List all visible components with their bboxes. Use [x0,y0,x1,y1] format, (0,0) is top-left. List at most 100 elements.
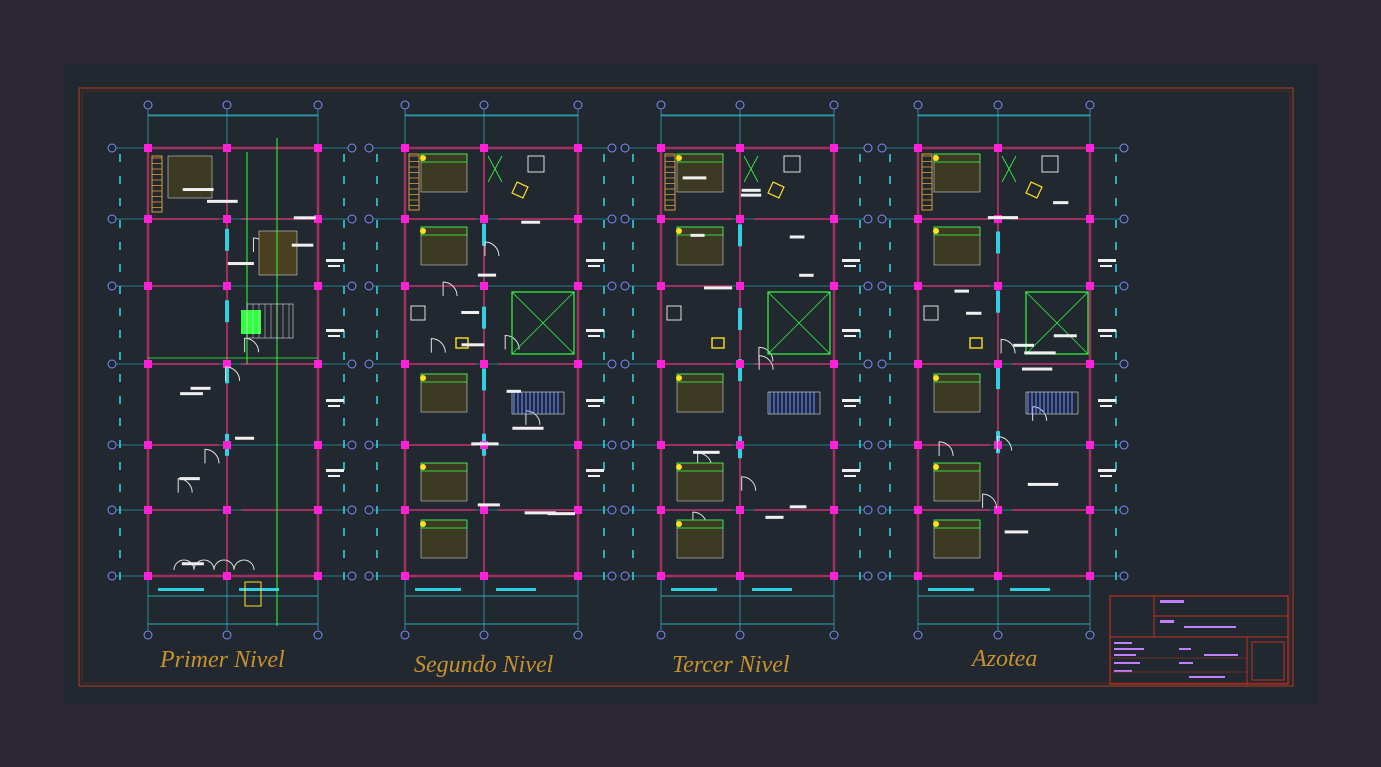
floor-plan-segundo [364,100,617,640]
column-icon [401,282,409,290]
column-icon [480,572,488,580]
column-icon [1086,441,1094,449]
column-icon [574,506,582,514]
column-icon [314,215,322,223]
column-icon [223,506,231,514]
column-icon [314,441,322,449]
column-icon [223,572,231,580]
floor-plans [107,100,1129,640]
column-icon [314,506,322,514]
column-icon [994,282,1002,290]
column-icon [657,144,665,152]
column-icon [914,572,922,580]
column-icon [657,282,665,290]
drawing-sheet: Primer Nivel Segundo Nivel Tercer Nivel … [64,64,1318,704]
column-icon [144,282,152,290]
column-icon [657,441,665,449]
column-icon [830,506,838,514]
column-icon [314,282,322,290]
column-icon [994,506,1002,514]
column-icon [314,144,322,152]
column-icon [223,282,231,290]
column-icon [401,572,409,580]
column-icon [480,215,488,223]
door-swing-icon [982,493,998,509]
plan-title-tercer: Tercer Nivel [672,652,790,678]
column-icon [736,360,744,368]
column-icon [144,215,152,223]
column-icon [830,215,838,223]
column-icon [314,360,322,368]
column-icon [574,215,582,223]
sheet-inner-frame [81,90,1291,684]
column-icon [314,572,322,580]
column-icon [144,360,152,368]
stair-icon [767,391,821,415]
column-icon [223,360,231,368]
column-icon [401,506,409,514]
column-icon [401,441,409,449]
column-icon [736,441,744,449]
column-icon [657,572,665,580]
door-swing-icon [204,448,220,464]
door-swing-icon [244,337,260,353]
column-icon [994,572,1002,580]
column-icon [401,360,409,368]
door-swing-icon [430,338,446,353]
column-icon [914,282,922,290]
column-icon [830,360,838,368]
door-swing-icon [938,441,954,456]
column-icon [574,282,582,290]
door-swing-icon [177,478,193,493]
door-swing-icon [741,476,757,491]
column-icon [144,441,152,449]
column-icon [401,144,409,152]
column-icon [1086,215,1094,223]
floor-plan-primer [107,100,357,640]
column-icon [914,215,922,223]
column-icon [830,144,838,152]
column-icon [574,144,582,152]
column-icon [144,572,152,580]
plan-title-azotea: Azotea [970,646,1037,672]
column-icon [736,572,744,580]
floor-plan-tercer [620,100,873,640]
door-swing-icon [484,241,500,257]
column-icon [480,506,488,514]
column-icon [830,572,838,580]
title-block [1109,595,1289,685]
column-icon [480,360,488,368]
column-icon [914,360,922,368]
door-swing-icon [758,355,774,370]
cad-drawing[interactable]: Primer Nivel Segundo Nivel Tercer Nivel … [64,64,1318,704]
column-icon [830,282,838,290]
column-icon [1086,572,1094,580]
column-icon [657,215,665,223]
plan-title-segundo: Segundo Nivel [414,652,554,678]
column-icon [401,215,409,223]
column-icon [736,215,744,223]
door-swing-icon [225,366,241,381]
column-icon [1086,144,1094,152]
door-swing-icon [1032,406,1048,421]
column-icon [914,506,922,514]
column-icon [1086,360,1094,368]
door-swing-icon [997,436,1013,451]
column-icon [223,441,231,449]
column-icon [223,144,231,152]
column-icon [574,572,582,580]
column-icon [574,360,582,368]
column-icon [994,360,1002,368]
column-icon [223,215,231,223]
door-swing-icon [1000,338,1016,354]
column-icon [1086,506,1094,514]
column-icon [736,282,744,290]
column-icon [736,506,744,514]
stair-icon [511,391,565,415]
column-icon [480,282,488,290]
column-icon [480,144,488,152]
column-icon [830,441,838,449]
column-icon [1086,282,1094,290]
column-icon [736,144,744,152]
plan-title-primer: Primer Nivel [159,647,285,673]
